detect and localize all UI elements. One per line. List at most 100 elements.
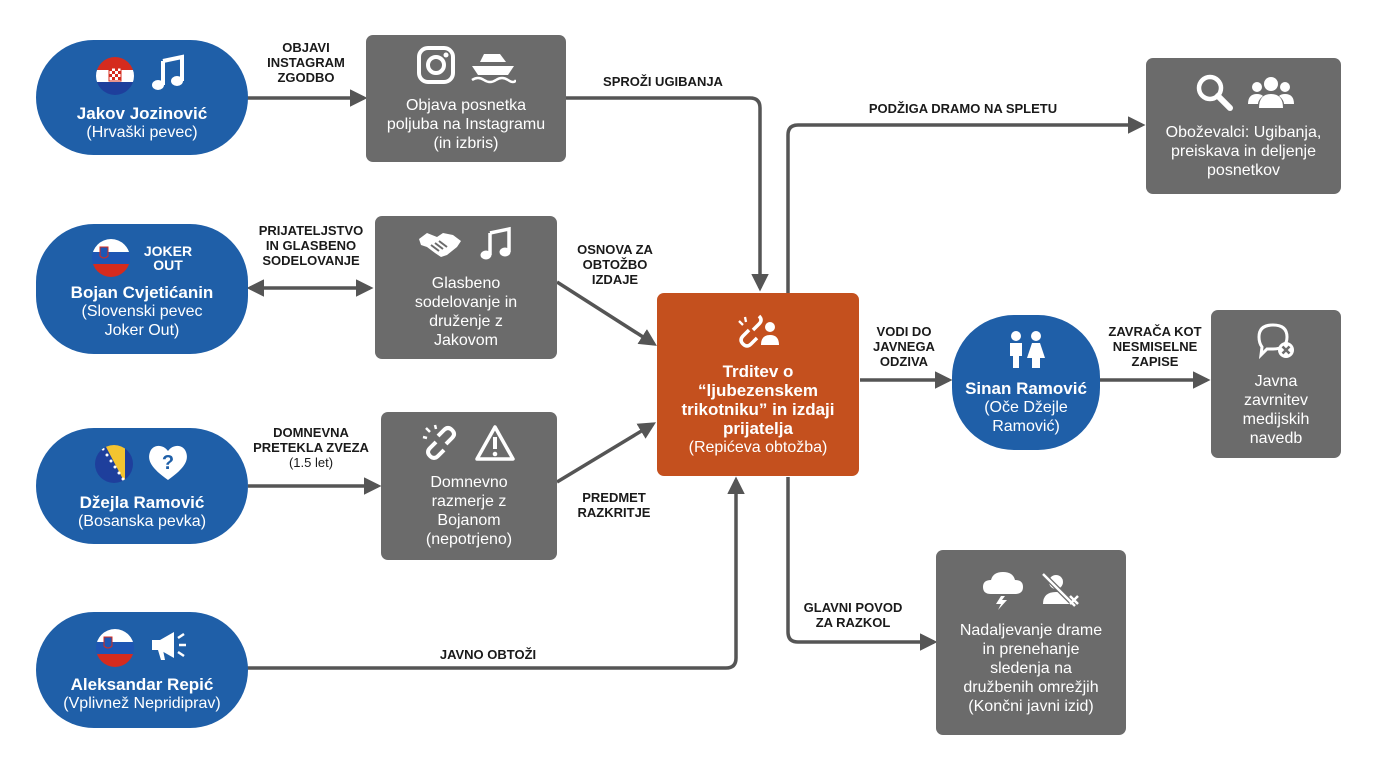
box-line: Domnevno	[430, 473, 508, 491]
label-osnova: OSNOVA ZA OBTOŽBO IZDAJE	[577, 242, 653, 287]
label-line: DOMNEVNA	[273, 425, 349, 440]
box-line: Glasbeno	[431, 275, 501, 292]
label-line: ZAVRAČA KOT	[1108, 324, 1202, 339]
person-name: Sinan Ramović	[965, 378, 1087, 398]
search-icon	[1194, 72, 1234, 117]
person-dzejla: ? Džejla Ramović (Bosanska pevka)	[36, 428, 248, 544]
parents-icon	[1003, 330, 1049, 375]
box-line: poljuba na Instagramu	[386, 115, 546, 133]
label-line: OBJAVI	[282, 40, 330, 55]
broken-link-person-icon	[735, 313, 781, 354]
box-objava: Objava posnetka poljuba na Instagramu (i…	[366, 35, 566, 162]
person-role: Joker Out)	[104, 321, 180, 339]
box-line: (nepotrjeno)	[425, 530, 513, 548]
label-line: SPROŽI UGIBANJA	[603, 74, 723, 89]
box-ugibanja: Oboževalci: Ugibanja, preiskava in delje…	[1146, 58, 1341, 194]
box-line: družbenih omrežjih	[963, 678, 1099, 696]
claim-title-line: Trditev o	[722, 361, 794, 381]
label-line: INSTAGRAM	[267, 55, 345, 70]
label-line: (1.5 let)	[288, 455, 334, 470]
person-role: (Slovenski pevec	[81, 302, 203, 320]
svg-text:?: ?	[162, 452, 174, 474]
box-line: Objava posnetka	[405, 96, 527, 114]
claim-title-line: trikotniku” in izdaji	[681, 399, 835, 419]
group-icon	[1247, 74, 1294, 115]
arrow-osnova	[556, 280, 657, 346]
label-vodi: VODI DO JAVNEGA ODZIVA	[873, 324, 935, 369]
person-role: Ramović)	[992, 417, 1060, 435]
claim-subtitle: (Repićeva obtožba)	[688, 438, 828, 456]
person-name: Aleksandar Repić	[70, 674, 214, 694]
box-line: Oboževalci: Ugibanja,	[1165, 124, 1322, 141]
label-javno: JAVNO OBTOŽI	[440, 647, 536, 662]
box-line: Nadaljevanje drame	[959, 621, 1103, 639]
label-objavi: OBJAVI INSTAGRAM ZGODBO	[267, 40, 345, 85]
label-sprozi: SPROŽI UGIBANJA	[603, 74, 723, 89]
megaphone-icon	[148, 628, 188, 669]
box-line: sledenja na	[990, 659, 1072, 677]
box-line: navedb	[1249, 429, 1303, 447]
label-line: NESMISELNE	[1112, 339, 1198, 354]
label-pretekla: DOMNEVNA PRETEKLA ZVEZA (1.5 let)	[253, 425, 369, 470]
handshake-icon	[417, 227, 463, 266]
person-aleksandar: Aleksandar Repić (Vplivnež Nepridiprav)	[36, 612, 248, 728]
label-line: ZGODBO	[277, 70, 335, 85]
label-line: GLAVNI POVOD	[803, 600, 903, 615]
box-line: sodelovanje in	[414, 294, 518, 311]
box-line: in prenehanje	[982, 640, 1080, 658]
box-line: druženje z	[429, 313, 503, 330]
label-line: ZA RAZKOL	[815, 615, 891, 630]
box-line: Jakovom	[433, 332, 499, 349]
croatia-flag-icon	[96, 56, 134, 95]
person-role: (Oče Džejle	[984, 398, 1068, 416]
claim-title-line: “ljubezenskem	[698, 380, 818, 400]
label-line: SODELOVANJE	[262, 253, 360, 268]
person-role: (Vplivnež Nepridiprav)	[63, 694, 221, 712]
box-line: zavrnitev	[1243, 391, 1309, 409]
box-nadaljevanje: Nadaljevanje drame in prenehanje sledenj…	[936, 550, 1126, 735]
box-domnevno: Domnevno razmerje z Bojanom (nepotrjeno)	[381, 412, 557, 560]
box-trditev: Trditev o “ljubezenskem trikotniku” in i…	[657, 293, 859, 476]
person-role: (Hrvaški pevec)	[86, 124, 198, 141]
arrow-predmet	[556, 422, 656, 484]
person-name: Jakov Jozinović	[76, 104, 208, 123]
person-bojan: JOKER OUT Bojan Cvjetićanin (Slovenski p…	[36, 224, 248, 354]
label-glavni: GLAVNI POVOD ZA RAZKOL	[804, 600, 903, 630]
label-line: PRIJATELJSTVO	[258, 223, 364, 238]
slovenia-flag-icon	[91, 238, 130, 277]
slovenia-flag-icon	[96, 629, 134, 667]
warning-icon	[474, 424, 516, 467]
label-line: VODI DO	[876, 324, 932, 339]
box-line: Javna	[1254, 372, 1298, 390]
person-name: Džejla Ramović	[79, 492, 205, 512]
claim-title-line: prijatelja	[723, 418, 793, 438]
heart-question-icon: ?	[147, 442, 189, 487]
person-jakov: Jakov Jozinović (Hrvaški pevec)	[36, 40, 248, 155]
joker-out-badge: JOKER OUT	[144, 244, 192, 272]
bosnia-flag-icon	[95, 445, 133, 483]
chat-cancel-icon	[1255, 321, 1297, 366]
box-line: razmerje z	[431, 492, 507, 510]
label-line: PREDMET	[582, 490, 646, 505]
arrow-javno	[246, 476, 745, 670]
box-zavrnitev: Javna zavrnitev medijskih navedb	[1211, 310, 1341, 458]
label-line: IZDAJE	[591, 272, 639, 287]
arrow-podziga	[786, 116, 1146, 294]
music-notes-icon	[477, 225, 515, 268]
label-line: ODZIVA	[879, 354, 929, 369]
badge-line: JOKER	[143, 242, 193, 259]
label-prijateljstvo: PRIJATELJSTVO IN GLASBENO SODELOVANJE	[259, 223, 364, 268]
arrow-glavni	[786, 477, 938, 651]
box-line: (Končni javni izid)	[968, 697, 1094, 715]
person-name: Bojan Cvjetićanin	[70, 282, 214, 302]
label-line: PODŽIGA DRAMO NA SPLETU	[868, 101, 1058, 116]
label-line: JAVNO OBTOŽI	[439, 647, 537, 662]
badge-line: OUT	[153, 256, 183, 273]
yacht-icon	[470, 46, 518, 89]
label-line: OSNOVA ZA	[577, 242, 653, 257]
label-line: JAVNEGA	[873, 339, 935, 354]
label-predmet: PREDMET RAZKRITJE	[578, 490, 651, 520]
person-role: (Bosanska pevka)	[77, 512, 207, 530]
